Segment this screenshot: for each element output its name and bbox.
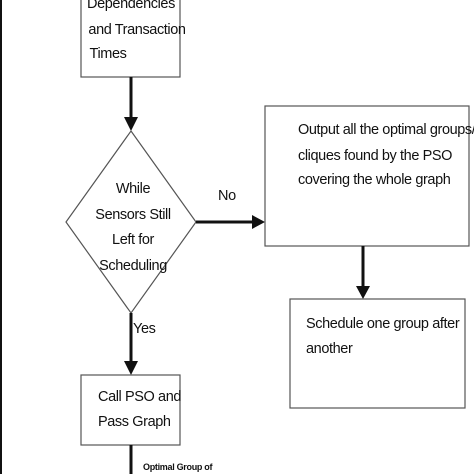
dependencies-box: Dependencies and Transaction Times bbox=[80, 0, 186, 78]
schedule-box-outline bbox=[289, 298, 466, 409]
schedule-line-1: Schedule one group after bbox=[306, 316, 460, 332]
output-line-2: cliques found by the PSO bbox=[298, 148, 452, 164]
while-line-4: Scheduling bbox=[99, 258, 167, 274]
dependencies-box-outline bbox=[80, 0, 181, 78]
edge-while-to-call-pso bbox=[124, 313, 138, 375]
no-label: No bbox=[218, 188, 236, 204]
output-line-3: covering the whole graph bbox=[298, 172, 451, 188]
call-pso-box-outline bbox=[80, 374, 181, 446]
edge-dependencies-to-while bbox=[124, 77, 138, 131]
output-box: Output all the optimal groups/ cliques f… bbox=[264, 105, 474, 247]
schedule-box: Schedule one group after another bbox=[289, 298, 466, 409]
optimal-group-label: Optimal Group of bbox=[143, 462, 213, 472]
while-line-2: Sensors Still bbox=[95, 207, 171, 223]
edge-while-to-output bbox=[196, 215, 265, 229]
arrow-head bbox=[356, 286, 370, 299]
while-decision-diamond: While Sensors Still Left for Scheduling bbox=[65, 129, 197, 315]
arrow-head bbox=[124, 361, 138, 375]
call-pso-box: Call PSO and Pass Graph bbox=[80, 374, 182, 446]
arrow-head bbox=[124, 117, 138, 131]
schedule-line-2: another bbox=[306, 341, 353, 357]
output-box-outline bbox=[264, 105, 470, 247]
call-pso-line-1: Call PSO and bbox=[98, 389, 181, 405]
yes-label: Yes bbox=[133, 321, 156, 337]
dependencies-line-3: Times bbox=[90, 46, 127, 62]
while-line-1: While bbox=[116, 181, 151, 197]
output-line-1: Output all the optimal groups/ bbox=[298, 122, 474, 138]
while-line-3: Left for bbox=[112, 232, 155, 248]
call-pso-line-2: Pass Graph bbox=[98, 414, 171, 430]
arrow-head bbox=[252, 215, 265, 229]
edge-output-to-schedule bbox=[356, 246, 370, 299]
dependencies-line-2: and Transaction bbox=[88, 22, 186, 38]
dependencies-line-1: Dependencies bbox=[87, 0, 175, 12]
